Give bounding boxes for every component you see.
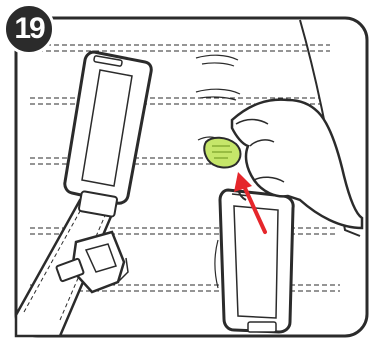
chest-clip-icon bbox=[204, 138, 240, 168]
step-number-badge: 19 bbox=[3, 3, 55, 55]
step-number: 19 bbox=[14, 14, 43, 44]
left-shoulder-pad bbox=[65, 52, 151, 217]
